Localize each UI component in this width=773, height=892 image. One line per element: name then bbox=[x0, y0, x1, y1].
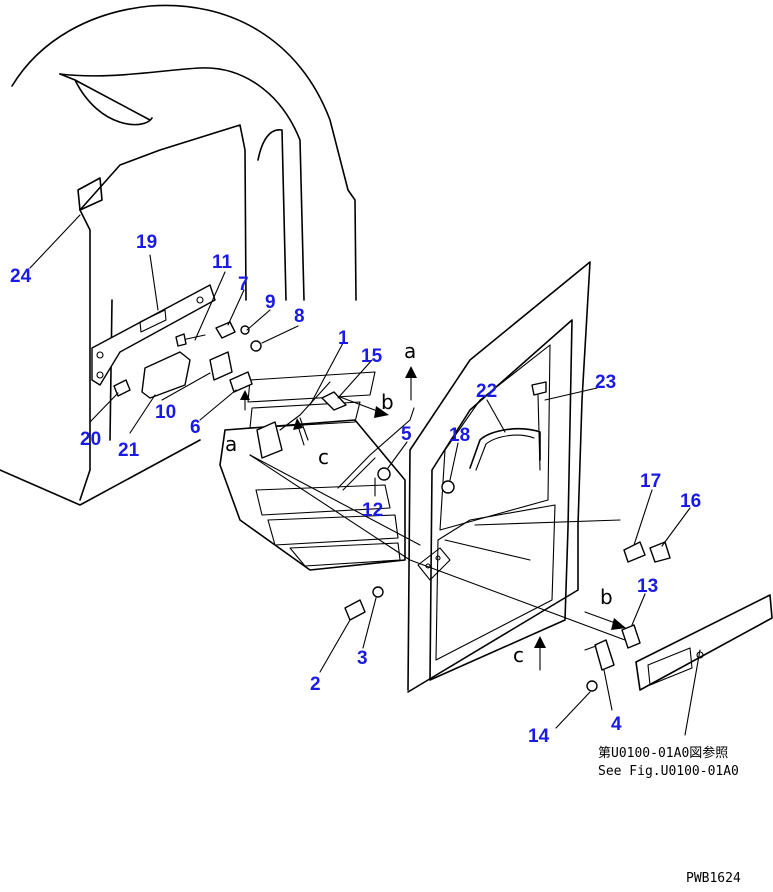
drawing-code: PWB1624 bbox=[686, 871, 741, 886]
part-18-washer bbox=[441, 480, 455, 494]
callout-23: 23 bbox=[595, 372, 616, 393]
part-19-bracket bbox=[91, 284, 216, 386]
callout-5: 5 bbox=[401, 424, 412, 445]
view-letters: a b a c b c bbox=[225, 339, 613, 667]
leader-lines bbox=[29, 214, 701, 736]
callout-3: 3 bbox=[357, 648, 368, 669]
view-letter-b-lower: b bbox=[600, 585, 613, 609]
hinge-plate bbox=[417, 547, 451, 581]
part-3-bushing bbox=[372, 586, 384, 598]
callout-18: 18 bbox=[449, 425, 470, 446]
part-2-bolt bbox=[344, 599, 366, 621]
cab-door bbox=[407, 261, 591, 693]
callout-4: 4 bbox=[611, 714, 622, 735]
view-letter-a-left: a bbox=[225, 432, 237, 456]
part-10-plate bbox=[209, 351, 233, 381]
callout-10: 10 bbox=[155, 402, 176, 423]
view-letter-b-upper: b bbox=[381, 390, 394, 414]
reference-note-jp: 第U0100-01A0図参照 bbox=[598, 745, 728, 761]
callout-labels: 24 19 11 7 9 8 1 15 10 6 20 21 5 12 22 2… bbox=[10, 232, 701, 747]
view-letter-a-upper: a bbox=[404, 339, 416, 363]
cab-body bbox=[0, 4, 357, 506]
callout-16: 16 bbox=[680, 491, 701, 512]
part-15-clip bbox=[321, 391, 347, 411]
callout-22: 22 bbox=[476, 381, 497, 402]
callout-6: 6 bbox=[190, 417, 201, 438]
part-22-handle bbox=[469, 427, 541, 471]
callout-17: 17 bbox=[640, 471, 661, 492]
view-arrows bbox=[240, 366, 626, 671]
callout-20: 20 bbox=[80, 429, 101, 450]
reference-note-en: See Fig.U0100-01A0 bbox=[598, 764, 739, 779]
part-14-screw bbox=[586, 680, 598, 692]
part-6-clip bbox=[229, 371, 253, 393]
callout-15: 15 bbox=[361, 346, 383, 367]
part-20-pin bbox=[113, 379, 131, 397]
callout-2: 2 bbox=[310, 674, 321, 695]
view-letter-c-lower: c bbox=[513, 643, 524, 667]
callout-12: 12 bbox=[362, 500, 383, 521]
assembly-lines bbox=[249, 454, 626, 641]
part-12-rod bbox=[337, 407, 415, 491]
callout-1: 1 bbox=[338, 328, 349, 349]
callout-24: 24 bbox=[10, 266, 32, 287]
part-21-cover bbox=[141, 351, 191, 399]
part-11-screw bbox=[175, 333, 206, 347]
part-5-bushing bbox=[377, 467, 391, 481]
view-letter-c-left: c bbox=[318, 445, 329, 469]
part-8-nut bbox=[250, 340, 262, 352]
callout-19: 19 bbox=[136, 232, 157, 253]
part-13-pin bbox=[621, 624, 641, 649]
callout-7: 7 bbox=[238, 274, 249, 295]
callout-21: 21 bbox=[118, 440, 140, 461]
callout-9: 9 bbox=[265, 292, 276, 313]
part-1-lock bbox=[256, 381, 331, 459]
part-4-latch bbox=[584, 639, 615, 671]
part-23-bolt bbox=[531, 381, 547, 471]
callout-11: 11 bbox=[212, 252, 233, 273]
part-7-bolt bbox=[215, 321, 236, 339]
callout-14: 14 bbox=[528, 726, 550, 747]
part-16-clip bbox=[649, 541, 671, 563]
callout-13: 13 bbox=[637, 576, 658, 597]
cab-side-panel bbox=[219, 371, 406, 571]
callout-8: 8 bbox=[294, 306, 305, 327]
side-cover-panel bbox=[635, 594, 773, 691]
part-9-washer bbox=[240, 325, 250, 335]
